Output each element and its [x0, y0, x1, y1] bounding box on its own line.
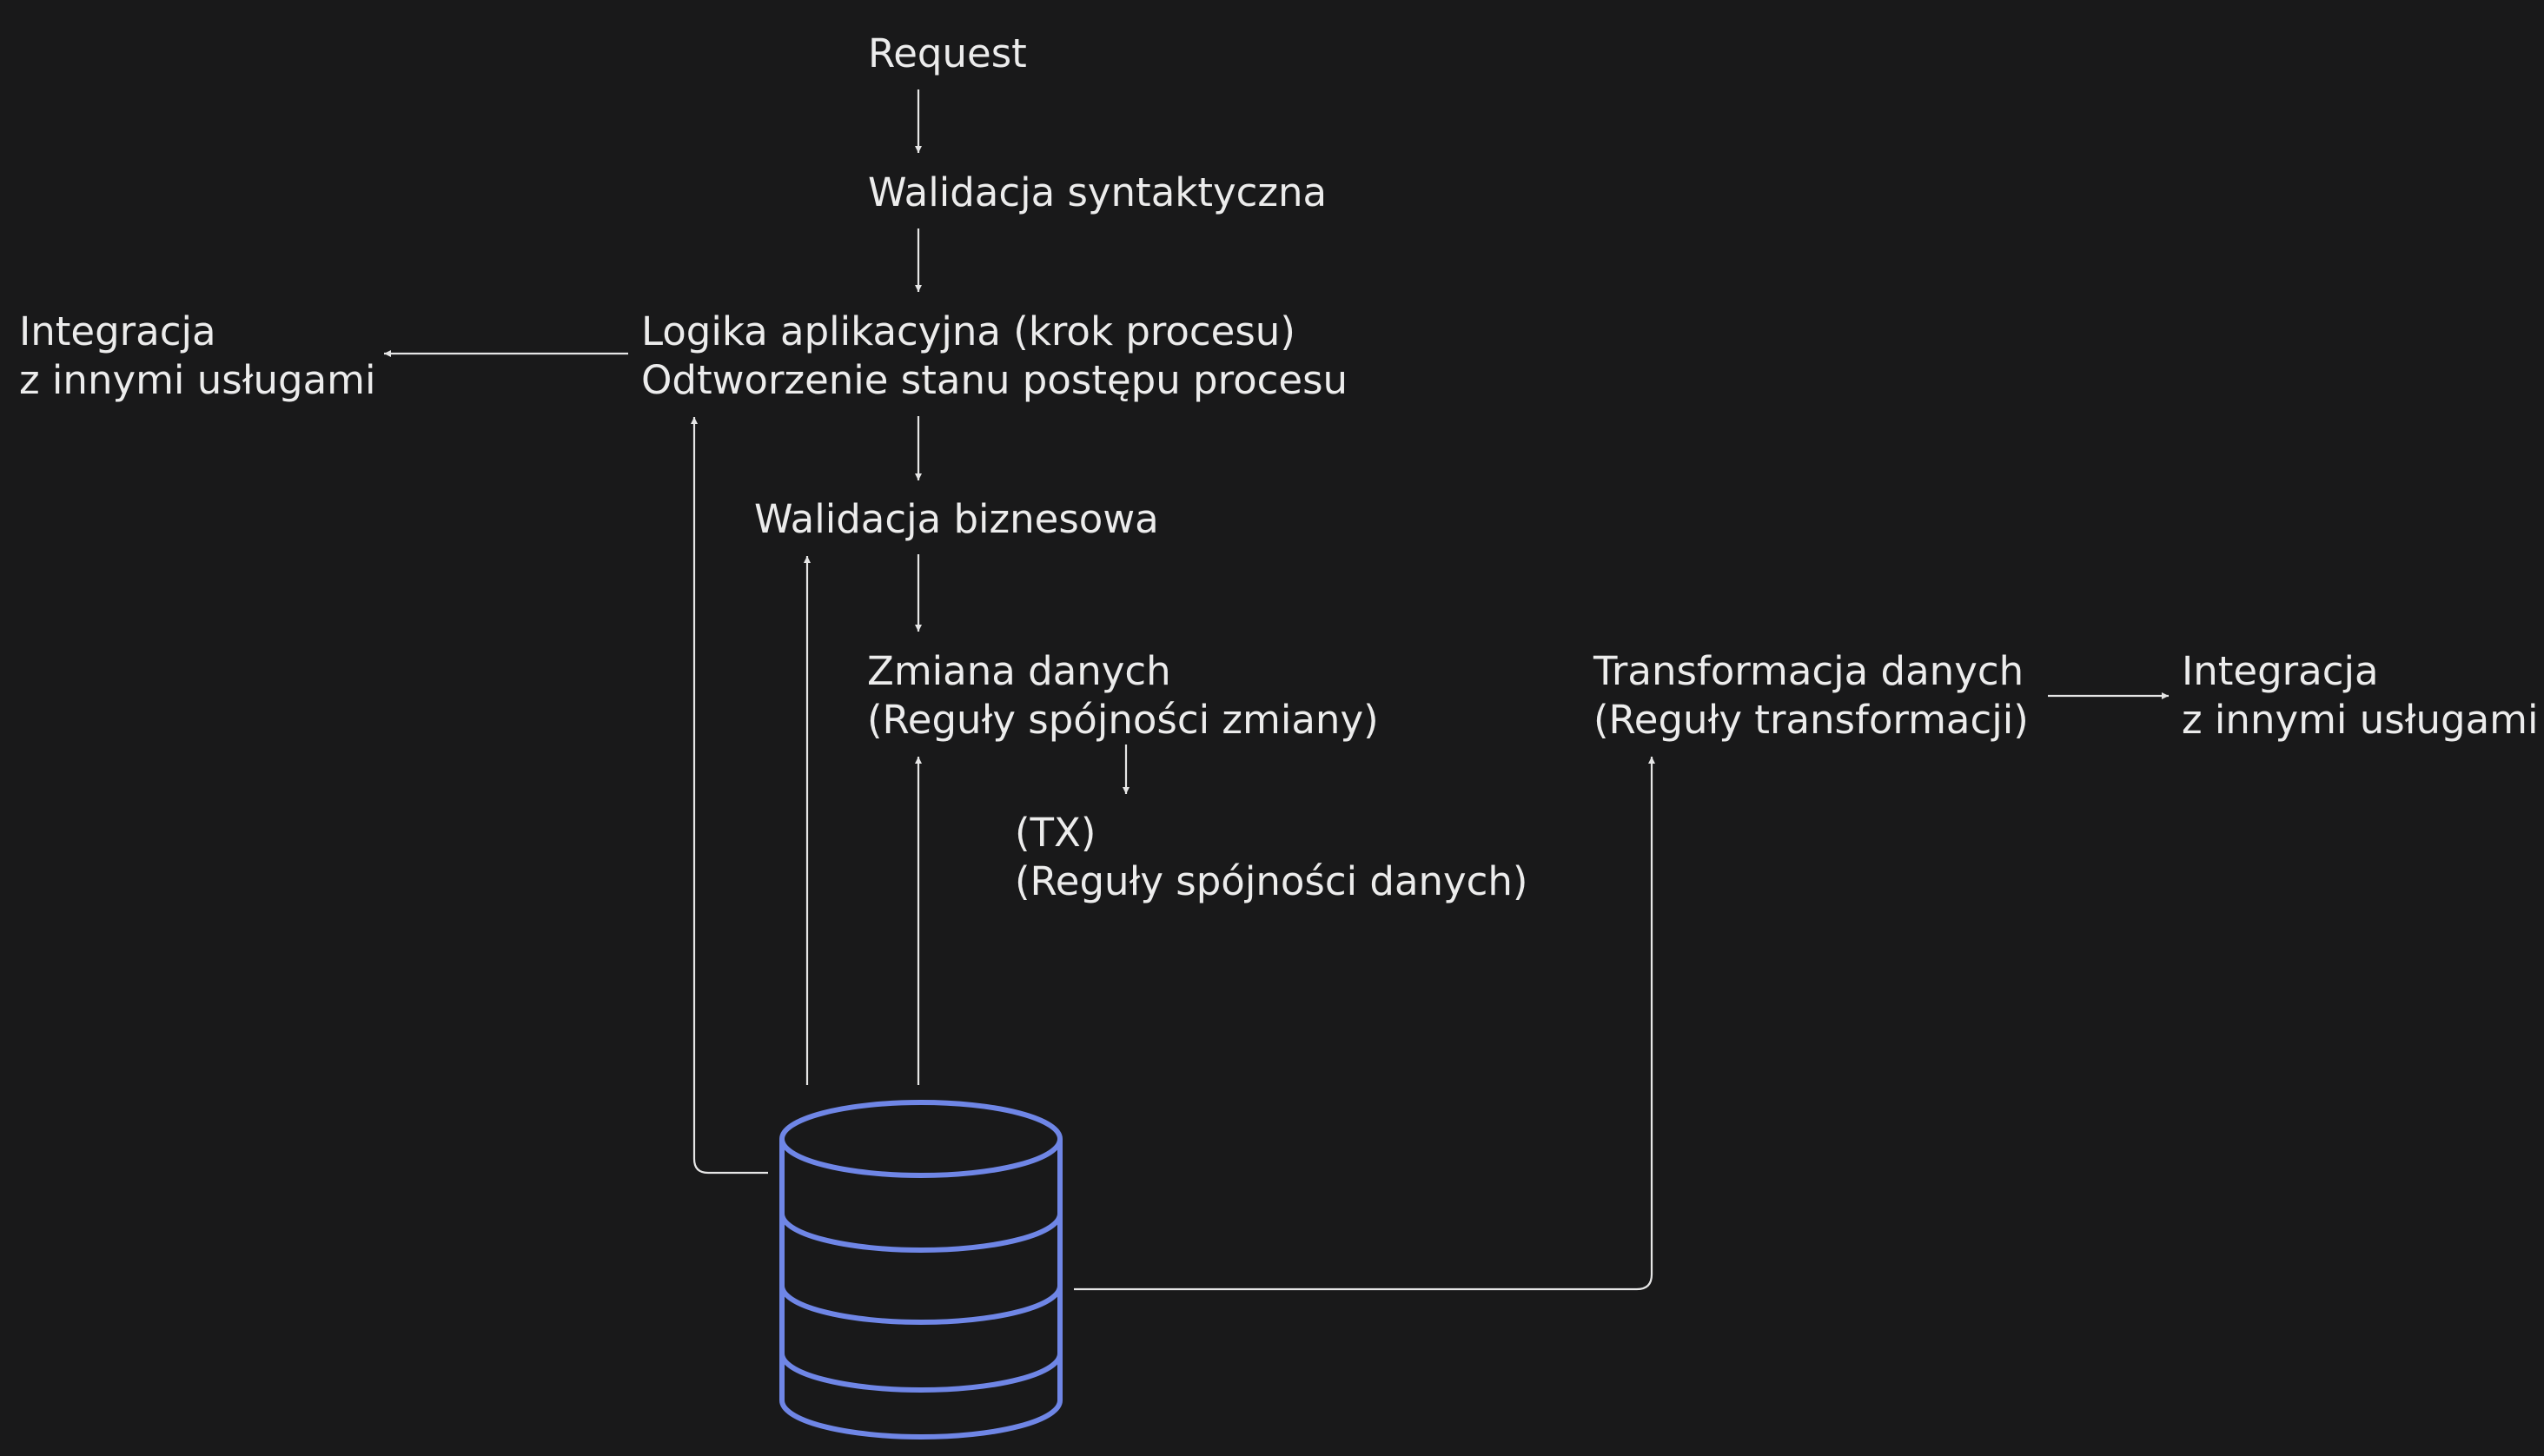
node-integration-right: Integracja z innymi usługami [2182, 647, 2539, 745]
node-integration-right-line-2: z innymi usługami [2182, 697, 2539, 743]
arrow-database-to-app-logic [691, 417, 768, 1175]
node-data-transformation: Transformacja danych (Reguły transformac… [1593, 647, 2029, 745]
node-data-change: Zmiana danych (Reguły spójności zmiany) [867, 647, 1379, 745]
node-tx-line-1: (TX) [1015, 810, 1096, 856]
node-syntax-validation-line-1: Walidacja syntaktyczna [868, 169, 1328, 215]
database-icon [779, 1100, 1063, 1439]
node-integration-left-line-1: Integracja [19, 308, 216, 354]
arrow-database-to-transformation [1074, 757, 1655, 1291]
node-data-change-line-2: (Reguły spójności zmiany) [867, 697, 1379, 743]
node-tx-line-2: (Reguły spójności danych) [1015, 858, 1528, 904]
node-data-transformation-line-1: Transformacja danych [1593, 648, 2024, 694]
node-tx: (TX) (Reguły spójności danych) [1015, 809, 1528, 906]
node-data-transformation-line-2: (Reguły transformacji) [1593, 697, 2029, 743]
node-app-logic-line-2: Odtworzenie stanu postępu procesu [641, 357, 1348, 403]
node-integration-right-line-1: Integracja [2182, 648, 2379, 694]
node-app-logic: Logika aplikacyjna (krok procesu) Odtwor… [641, 308, 1348, 405]
node-integration-left: Integracja z innymi usługami [19, 308, 376, 405]
node-request: Request [868, 30, 1027, 78]
node-business-validation-line-1: Walidacja biznesowa [754, 496, 1159, 542]
node-data-change-line-1: Zmiana danych [867, 648, 1171, 694]
node-integration-left-line-2: z innymi usługami [19, 357, 376, 403]
node-business-validation: Walidacja biznesowa [754, 495, 1159, 544]
node-app-logic-line-1: Logika aplikacyjna (krok procesu) [641, 308, 1295, 354]
node-syntax-validation: Walidacja syntaktyczna [868, 169, 1327, 217]
node-request-line-1: Request [868, 30, 1027, 76]
